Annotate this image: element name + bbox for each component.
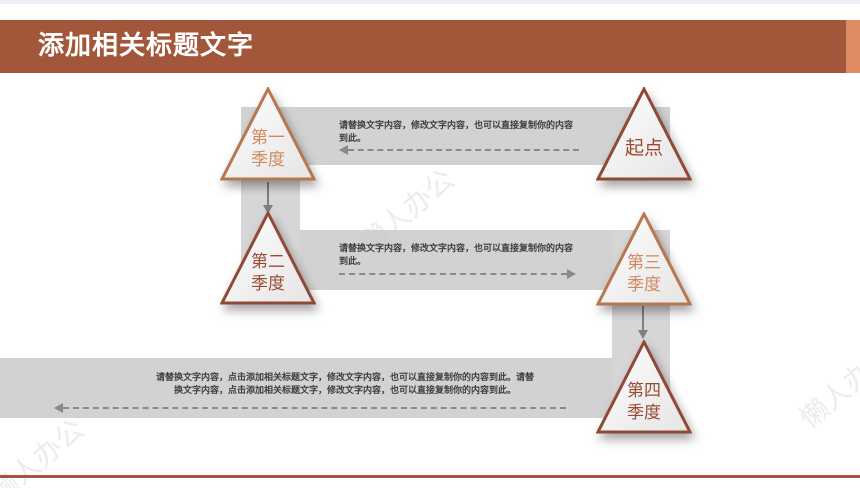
step-q2-label: 第二 季度 [220,251,316,295]
dashed-arrow-right-icon [339,269,576,279]
step-start-label: 起点 [624,137,663,159]
dashed-arrow-left-icon [339,145,579,155]
step-q1-label: 第一 季度 [220,127,316,171]
triangle-shape-icon [596,87,692,181]
bottom-divider [0,475,860,478]
top-strip [0,0,860,4]
title-banner [0,20,846,73]
row1-description[interactable]: 请替换文字内容，修改文字内容，也可以直接复制你的内容到此。 [339,121,574,144]
watermark: 懒人办公 [793,337,860,435]
step-q3-line2: 季度 [627,275,661,295]
dashed-arrow-left-icon [54,403,566,413]
step-q4-label: 第四 季度 [596,380,692,424]
step-start-triangle[interactable]: 起点 [596,87,692,181]
page-title[interactable]: 添加相关标题文字 [38,31,255,61]
step-q3-line1: 第三 [627,253,661,273]
triangle-shape-icon [596,212,692,306]
row2-bar [300,230,670,290]
step-q3-triangle[interactable]: 第三 季度 [596,212,692,306]
row1-bar [241,107,670,165]
step-q1-line2: 季度 [251,150,285,170]
step-q2-line1: 第二 [251,252,285,272]
row3-description-line1: 请替换文字内容，点击添加相关标题文字，修改文字内容，也可以直接复制你的内容到此。… [155,373,534,383]
step-q4-triangle[interactable]: 第四 季度 [596,340,692,434]
arrow-down-icon [263,182,273,214]
arrow-down-icon [638,306,648,340]
title-accent-block [846,20,860,73]
step-q2-triangle[interactable]: 第二 季度 [220,211,316,305]
triangle-shape-icon [596,340,692,434]
step-q4-line1: 第四 [627,381,661,401]
row3-description[interactable]: 请替换文字内容，点击添加相关标题文字，修改文字内容，也可以直接复制你的内容到此。… [110,372,580,398]
step-q3-label: 第三 季度 [596,252,692,296]
triangle-shape-icon [220,87,316,181]
step-q1-line1: 第一 [251,128,285,148]
triangle-shape-icon [220,211,316,305]
step-q1-triangle[interactable]: 第一 季度 [220,87,316,181]
step-q4-line2: 季度 [627,403,661,423]
step-q2-line2: 季度 [251,274,285,294]
row3-description-line2: 换文字内容，点击添加相关标题文字，修改文字内容，也可以直接复制你的内容到此。 [173,386,516,396]
row2-description[interactable]: 请替换文字内容，修改文字内容，也可以直接复制你的内容到此。 [339,244,574,267]
